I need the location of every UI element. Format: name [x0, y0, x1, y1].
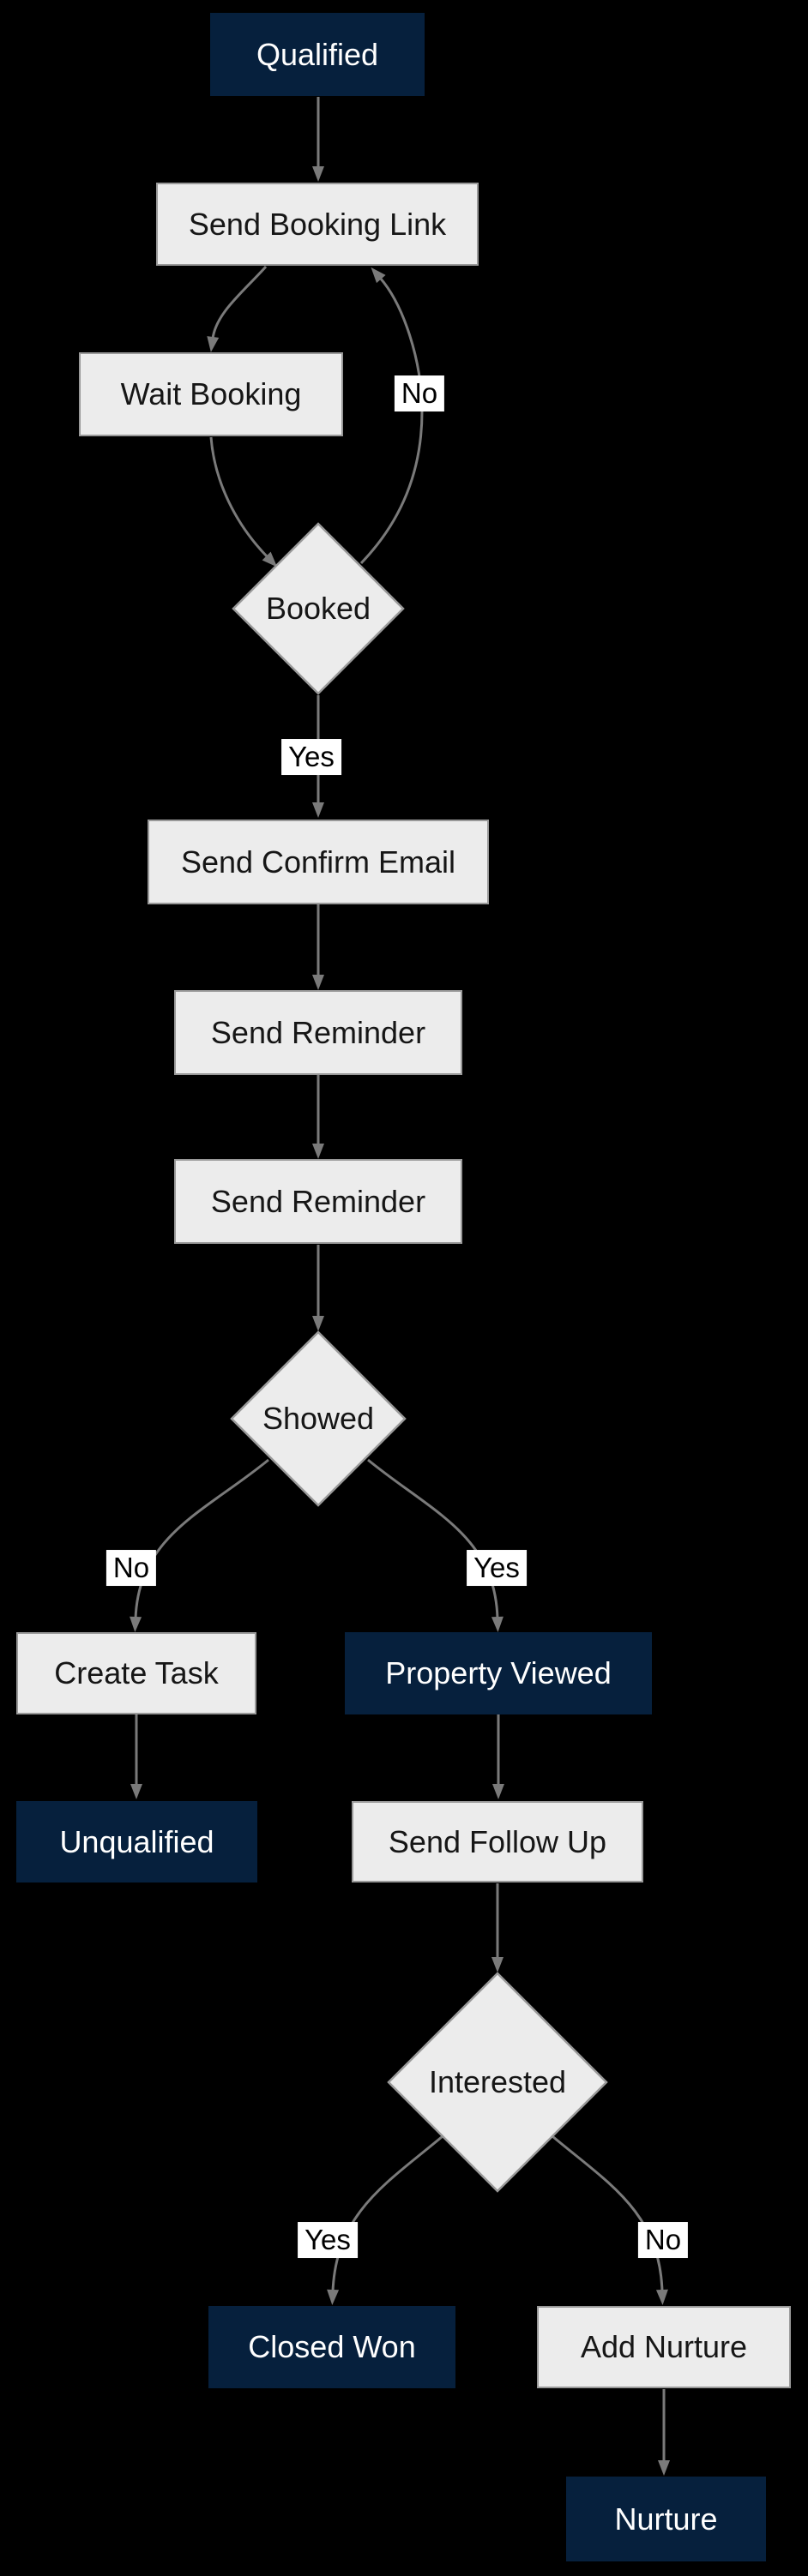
node-add-nurture: Add Nurture — [537, 2306, 791, 2388]
edge-label-interested-yes: Yes — [298, 2222, 358, 2258]
node-wait-booking: Wait Booking — [79, 352, 343, 436]
node-qualified: Qualified — [210, 13, 425, 96]
node-send-reminder-2: Send Reminder — [174, 1159, 462, 1244]
node-property-viewed: Property Viewed — [345, 1632, 652, 1714]
edge-interested-to-closed-won-yes — [327, 2135, 443, 2305]
edge-wait-booking-to-booked — [209, 436, 278, 567]
node-create-task: Create Task — [16, 1632, 256, 1714]
edge-booked-to-send-booking-link-no — [359, 267, 424, 565]
node-unqualified: Unqualified — [16, 1801, 257, 1882]
node-closed-won: Closed Won — [208, 2306, 455, 2388]
node-showed-label: Showed — [262, 1401, 375, 1436]
node-booked-label: Booked — [265, 591, 371, 626]
node-send-follow-up: Send Follow Up — [352, 1801, 643, 1882]
node-interested-shape — [387, 1972, 608, 2193]
edge-label-showed-no: No — [106, 1550, 157, 1586]
edge-label-showed-yes: Yes — [467, 1550, 527, 1586]
node-booked-shape — [232, 522, 405, 695]
node-send-reminder-1: Send Reminder — [174, 990, 462, 1075]
edge-label-booked-yes: Yes — [281, 739, 341, 775]
node-send-confirm-email: Send Confirm Email — [148, 820, 489, 904]
edge-showed-to-property-viewed-yes — [367, 1458, 503, 1632]
node-nurture: Nurture — [566, 2477, 766, 2561]
node-interested-label: Interested — [428, 2064, 567, 2099]
edge-interested-to-add-nurture-no — [552, 2135, 668, 2305]
node-send-booking-link: Send Booking Link — [156, 183, 479, 266]
edge-label-booked-no: No — [394, 375, 445, 411]
node-showed-shape — [230, 1330, 407, 1507]
edge-showed-to-create-task-no — [130, 1458, 269, 1632]
edge-label-interested-no: No — [637, 2222, 689, 2258]
edge-send-booking-link-to-wait-booking — [207, 265, 268, 352]
